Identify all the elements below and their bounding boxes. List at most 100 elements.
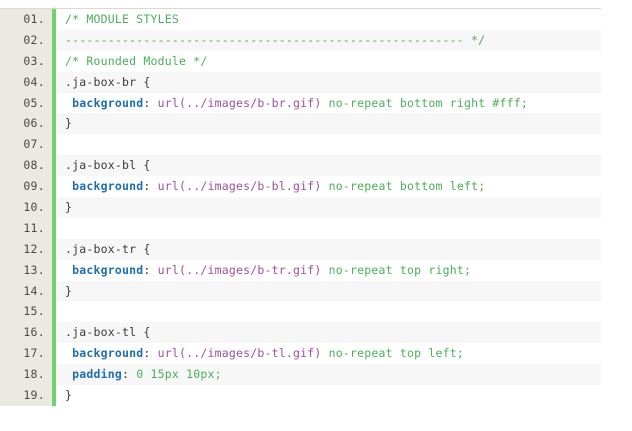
code-line[interactable]: 01. /* MODULE STYLES [0,9,601,30]
code-line-text[interactable]: ----------------------------------------… [56,30,601,51]
code-token-url: url(../images/b-tl.gif) [157,346,322,361]
gutter-rule-bar [52,50,56,72]
code-token-selector: } [65,283,73,298]
code-line-text[interactable] [56,218,601,239]
gutter-rule-bar [52,197,56,218]
line-number: 02. [0,29,52,51]
code-line-text[interactable]: } [56,281,601,302]
gutter-rule-bar [52,29,56,51]
line-number: 01. [0,9,52,30]
gutter-rule-bar [52,238,56,260]
code-line-text[interactable]: background: url(../images/b-br.gif) no-r… [56,93,601,114]
gutter-rule-bar [52,280,56,302]
code-token-comment: /* MODULE STYLES [65,12,179,26]
code-line[interactable]: 11. [0,217,601,239]
code-token-punct: : [143,346,158,361]
code-line[interactable]: 06.} [0,113,601,135]
code-token-prop: background [72,179,144,194]
code-token-value: no-repeat top right; [321,262,472,277]
code-token-selector: } [65,200,73,215]
code-line-text[interactable]: background: url(../images/b-tl.gif) no-r… [56,343,601,364]
gutter-rule-bar [52,322,56,344]
code-block[interactable]: 01. /* MODULE STYLES 02. ------------------… [0,8,601,406]
code-line-text[interactable]: /* Rounded Module */ [56,51,601,72]
code-token-selector: } [65,116,73,131]
code-line[interactable]: 02. -------------------------------------… [0,29,601,51]
code-line[interactable]: 15. [0,301,601,323]
line-number: 15. [0,301,52,323]
code-token-url: url(../images/b-bl.gif) [157,179,322,194]
code-line[interactable]: 03. /* Rounded Module */ [0,50,601,72]
code-line[interactable]: 05. background: url(../images/b-br.gif) … [0,92,601,114]
code-line[interactable]: 16. .ja-box-tl { [0,322,601,344]
line-number: 17. [0,343,52,365]
gutter-rule-bar [52,217,56,239]
gutter-rule-bar [52,71,56,93]
code-token-value: no-repeat bottom left; [321,179,486,194]
code-token-selector: .ja-box-tr { [65,241,151,256]
gutter-rule-bar [52,385,56,406]
code-line[interactable]: 07. [0,134,601,156]
code-line-list: 01. /* MODULE STYLES 02. ------------------… [0,9,601,406]
code-line-text[interactable]: /* MODULE STYLES [56,9,601,30]
code-line[interactable]: 18. padding: 0 15px 10px; [0,364,601,386]
code-token-punct: : [122,367,137,382]
gutter-rule-bar [52,9,56,30]
gutter-rule-bar [52,92,56,114]
code-token-selector: } [65,388,73,403]
line-number: 19. [0,385,52,406]
line-number: 04. [0,71,52,93]
line-number: 12. [0,238,52,260]
code-token-comment: ----------------------------------------… [65,32,486,47]
code-line-text[interactable]: } [56,197,601,218]
code-line-text[interactable]: .ja-box-br { [56,72,601,93]
line-number: 14. [0,280,52,302]
code-line-text[interactable] [56,134,601,155]
code-line-text[interactable]: background: url(../images/b-bl.gif) no-r… [56,176,601,197]
code-line[interactable]: 08. .ja-box-bl { [0,155,601,177]
code-token-value: no-repeat bottom right #fff; [321,95,529,110]
code-line-text[interactable]: background: url(../images/b-tr.gif) no-r… [56,260,601,281]
code-token-punct: : [143,262,158,277]
code-line[interactable]: 12. .ja-box-tr { [0,238,601,260]
code-line-text[interactable]: } [56,113,601,134]
code-token-url: url(../images/b-br.gif) [157,95,322,110]
code-line-text[interactable]: .ja-box-bl { [56,155,601,176]
line-number: 16. [0,322,52,344]
code-token-selector: .ja-box-br { [65,74,151,89]
line-number: 03. [0,50,52,72]
code-token-url: url(../images/b-tr.gif) [157,262,322,277]
code-token-prop: background [72,95,144,110]
code-line-text[interactable]: } [56,385,601,406]
gutter-rule-bar [52,301,56,323]
gutter-rule-bar [52,343,56,365]
gutter-rule-bar [52,134,56,156]
code-line-text[interactable] [56,301,601,322]
code-token-punct: : [143,179,158,194]
gutter-rule-bar [52,259,56,281]
code-line-text[interactable]: .ja-box-tr { [56,239,601,260]
code-token-selector: .ja-box-bl { [65,158,151,173]
code-token-selector: .ja-box-tl { [65,325,151,340]
line-number: 05. [0,92,52,114]
code-line[interactable]: 09. background: url(../images/b-bl.gif) … [0,176,601,198]
code-line[interactable]: 14.} [0,280,601,302]
code-line-text[interactable]: .ja-box-tl { [56,322,601,343]
line-number: 08. [0,155,52,177]
code-token-comment: /* Rounded Module */ [65,53,208,68]
code-token-value: 0 15px 10px; [136,367,222,382]
gutter-rule-bar [52,176,56,198]
code-line[interactable]: 17. background: url(../images/b-tl.gif) … [0,343,601,365]
gutter-rule-bar [52,155,56,177]
code-line[interactable]: 19.} [0,385,601,406]
line-number: 10. [0,197,52,218]
code-line[interactable]: 10.} [0,197,601,218]
gutter-rule-bar [52,113,56,135]
code-line[interactable]: 04. .ja-box-br { [0,71,601,93]
code-line[interactable]: 13. background: url(../images/b-tr.gif) … [0,259,601,281]
line-number: 18. [0,364,52,386]
code-line-text[interactable]: padding: 0 15px 10px; [56,364,601,385]
code-token-prop: background [72,262,144,277]
code-token-prop: background [72,346,144,361]
code-token-value: no-repeat top left; [321,346,464,361]
